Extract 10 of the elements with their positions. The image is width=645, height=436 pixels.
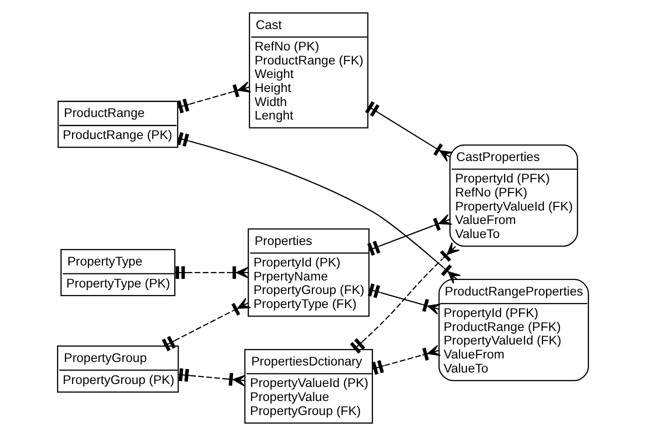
connector [349, 242, 460, 354]
connector [176, 132, 460, 284]
connector [364, 101, 453, 162]
connector [367, 283, 440, 315]
connector [174, 266, 248, 279]
connector [366, 214, 452, 256]
connector [178, 368, 246, 386]
connector [161, 298, 251, 352]
connector [371, 344, 440, 375]
connector [176, 82, 251, 114]
